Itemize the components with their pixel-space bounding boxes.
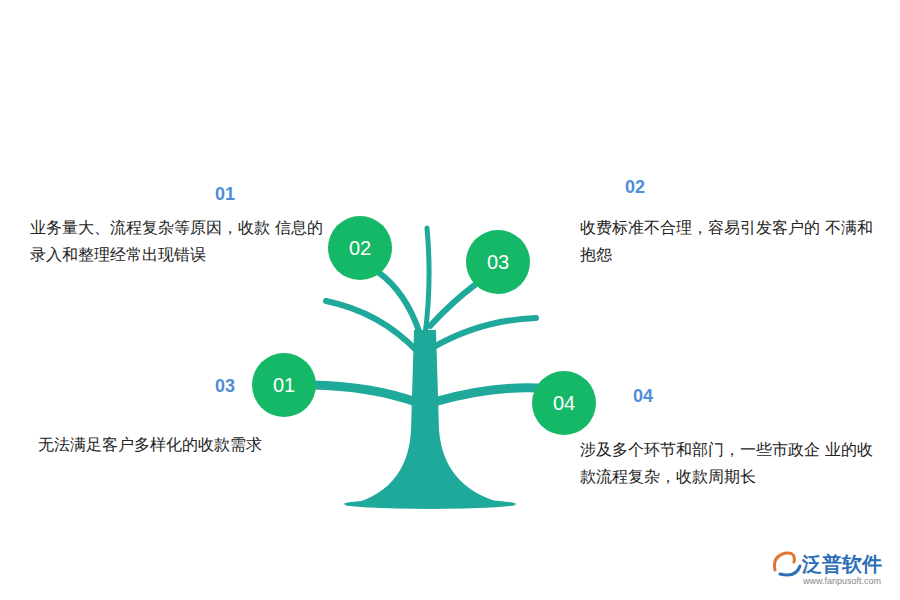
number-circle: 04 bbox=[532, 371, 596, 435]
note-text: 无法满足客户多样化的收款需求 bbox=[38, 431, 338, 458]
note-text: 涉及多个环节和部门，一些市政企 业的收款流程复杂，收款周期长 bbox=[580, 436, 880, 490]
number-circle: 03 bbox=[466, 230, 530, 294]
circle-number: 02 bbox=[349, 237, 371, 260]
number-circle: 02 bbox=[328, 216, 392, 280]
callout-number: 01 bbox=[215, 183, 235, 205]
callout-number: 04 bbox=[633, 385, 653, 407]
callout-number: 02 bbox=[625, 176, 645, 198]
note-text: 业务量大、流程复杂等原因，收款 信息的录入和整理经常出现错误 bbox=[30, 214, 330, 268]
watermark: 泛普软件 bbox=[802, 553, 882, 575]
number-circle: 01 bbox=[252, 353, 316, 417]
circle-number: 01 bbox=[273, 374, 295, 397]
circle-number: 04 bbox=[553, 392, 575, 415]
callout-number: 03 bbox=[215, 375, 235, 397]
watermark: www.fanpusoft.com bbox=[803, 576, 881, 587]
logo-icon bbox=[774, 553, 800, 575]
note-text: 收费标准不合理，容易引发客户的 不满和抱怨 bbox=[580, 214, 880, 268]
circle-number: 03 bbox=[487, 251, 509, 274]
